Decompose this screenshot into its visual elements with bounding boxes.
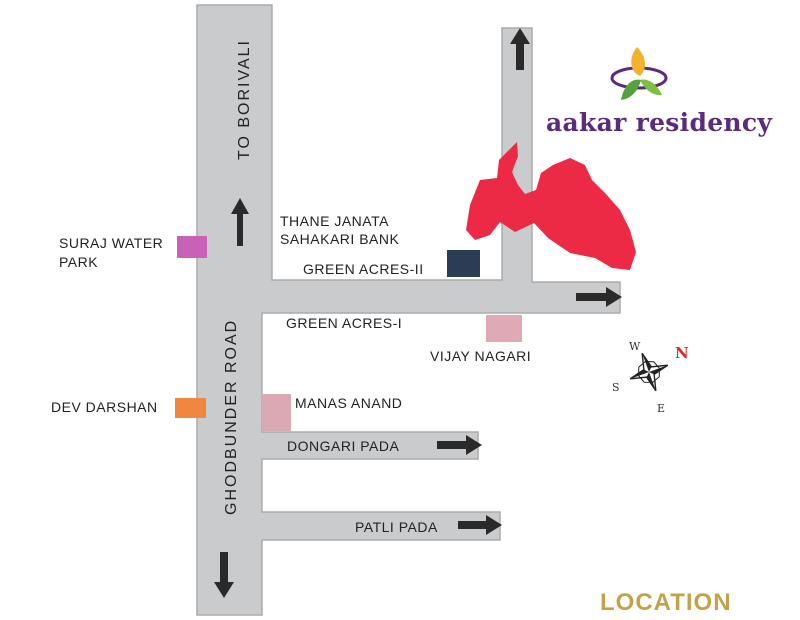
suraj-water-park-marker — [177, 236, 207, 258]
arrow-right-icon — [437, 435, 482, 455]
compass-rose-icon — [629, 352, 669, 392]
dev-darshan-marker — [175, 398, 206, 418]
brand-name: aakar residency — [546, 108, 773, 137]
vijay-nagari-label: VIJAY NAGARI — [430, 348, 532, 364]
compass-north: N — [675, 344, 689, 362]
aakar-logo-icon — [610, 47, 668, 100]
page-title: LOCATION — [600, 589, 732, 616]
thane-janata-label-line1: THANE JANATA — [280, 213, 389, 229]
manas-anand-label: MANAS ANAND — [295, 395, 403, 411]
compass-west: W — [629, 340, 641, 353]
arrow-up-icon — [231, 198, 249, 246]
arrow-down-icon — [214, 552, 234, 598]
manas-anand-marker — [262, 394, 291, 431]
green-acres-2-label: GREEN ACRES-II — [303, 261, 424, 277]
arrow-right-icon — [576, 287, 622, 307]
dev-darshan-label: DEV DARSHAN — [51, 399, 158, 415]
thane-janata-label-line2: SAHAKARI BANK — [280, 231, 400, 247]
green-acres-1-label: GREEN ACRES-I — [286, 315, 403, 331]
suraj-water-park-label-line2: PARK — [59, 254, 99, 270]
aakar-residency-site — [466, 142, 636, 270]
thane-janata-bank-marker — [447, 250, 480, 277]
to-borivali-label: TO BORIVALI — [236, 39, 253, 160]
vijay-nagari-marker — [486, 315, 522, 342]
compass-east: E — [657, 402, 666, 415]
suraj-water-park-label-line1: SURAJ WATER — [59, 235, 164, 251]
dongari-pada-label: DONGARI PADA — [287, 438, 400, 454]
main-road-label: GHODBUNDER ROAD — [223, 318, 240, 515]
arrow-right-icon — [458, 515, 502, 535]
patli-pada-label: PATLI PADA — [355, 519, 438, 535]
arrow-up-icon — [510, 28, 530, 70]
compass-south: S — [612, 381, 620, 394]
